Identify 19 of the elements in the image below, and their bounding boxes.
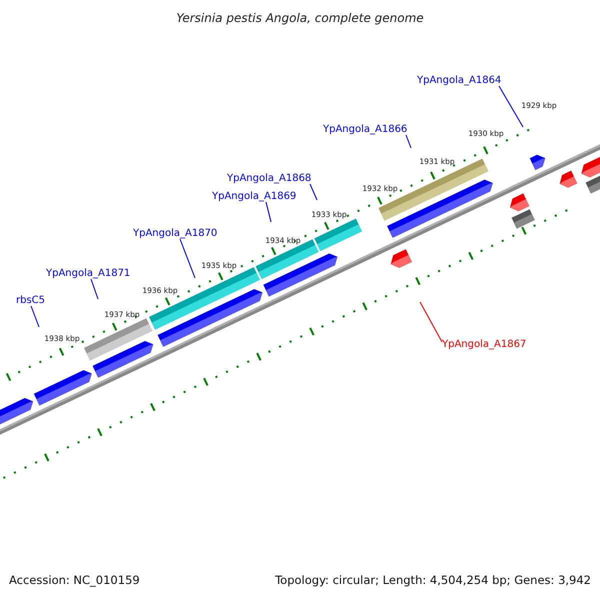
footer-text: Accession: NC_010159 bbox=[9, 575, 140, 586]
leader-line bbox=[498, 86, 524, 128]
leader-line bbox=[420, 302, 442, 342]
leader-line bbox=[30, 306, 40, 328]
gene-label: YpAngola_A1864 bbox=[417, 76, 502, 86]
gene-label: YpAngola_A1871 bbox=[46, 269, 130, 279]
gene-label: YpAngola_A1867 bbox=[442, 340, 526, 350]
title: Yersinia pestis Angola, complete genome bbox=[175, 12, 425, 24]
leader-line bbox=[180, 238, 196, 278]
leader-line bbox=[406, 134, 412, 148]
gene-label: rbsC5 bbox=[16, 296, 46, 306]
gene-label: YpAngola_A1869 bbox=[212, 192, 296, 202]
gene-label: YpAngola_A1870 bbox=[133, 229, 218, 239]
gene-label: YpAngola_A1866 bbox=[323, 125, 408, 135]
leader-line bbox=[310, 184, 318, 200]
leader-line bbox=[266, 202, 272, 222]
footer-text: Topology: circular; Length: 4,504,254 bp; Genes: 3,942 bbox=[275, 575, 591, 586]
gene-label: YpAngola_A1868 bbox=[227, 174, 312, 184]
leader-line bbox=[90, 278, 98, 300]
